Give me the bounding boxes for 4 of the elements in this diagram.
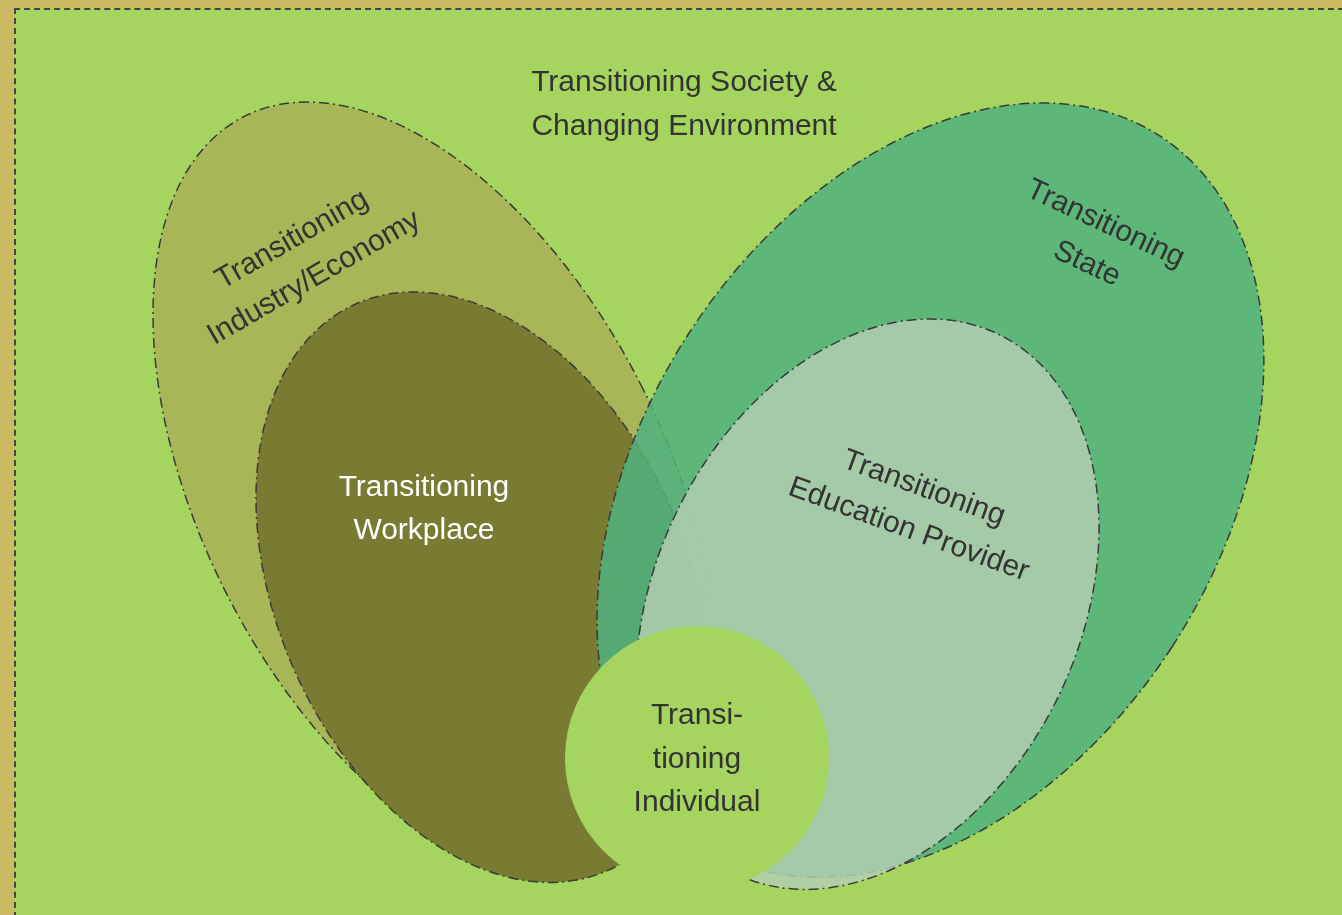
region-label: Transitioning Workplace — [337, 467, 511, 547]
region-label: Transitioning Society & Changing Environment — [530, 62, 838, 143]
background-panel — [14, 8, 1342, 915]
region-label: Transi- tioning Individual — [632, 695, 762, 819]
